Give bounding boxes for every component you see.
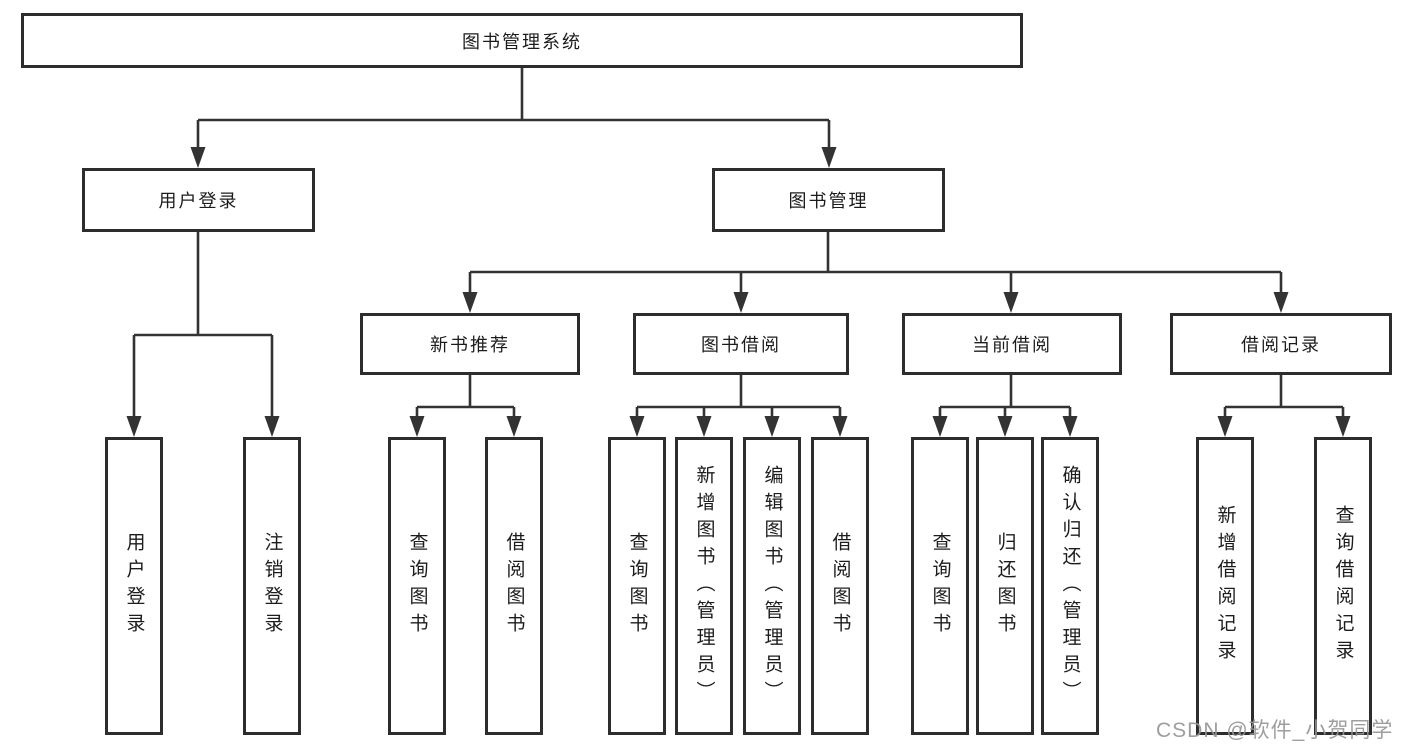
leaf-query-books-current: 查询图书 [911, 437, 969, 735]
leaf-edit-books-admin: 编辑图书（管理员） [743, 437, 801, 735]
arrowheads [126, 147, 1351, 437]
node-current-borrowing: 当前借阅 [902, 313, 1122, 375]
leaf-add-borrow-record: 新增借阅记录 [1196, 437, 1254, 735]
node-book-borrowing: 图书借阅 [633, 313, 849, 375]
node-new-book-recommend: 新书推荐 [360, 313, 580, 375]
leaf-confirm-return-admin: 确认归还（管理员） [1041, 437, 1099, 735]
leaf-borrow-books: 借阅图书 [811, 437, 869, 735]
leaf-query-borrow-record: 查询借阅记录 [1314, 437, 1372, 735]
csdn-watermark: CSDN @软件_小贺同学 [1156, 719, 1394, 742]
leaf-logout: 注销登录 [243, 437, 301, 735]
node-library-system: 图书管理系统 [21, 13, 1023, 68]
leaf-borrow-books-recommend: 借阅图书 [485, 437, 543, 735]
node-user-login: 用户登录 [82, 168, 315, 232]
leaf-add-books-admin: 新增图书（管理员） [675, 437, 733, 735]
leaf-query-books-borrowing: 查询图书 [608, 437, 666, 735]
node-book-management: 图书管理 [712, 168, 945, 232]
node-borrowing-records: 借阅记录 [1170, 313, 1392, 375]
leaf-user-login: 用户登录 [105, 437, 163, 735]
leaf-query-books-recommend: 查询图书 [388, 437, 446, 735]
leaf-return-books: 归还图书 [976, 437, 1034, 735]
